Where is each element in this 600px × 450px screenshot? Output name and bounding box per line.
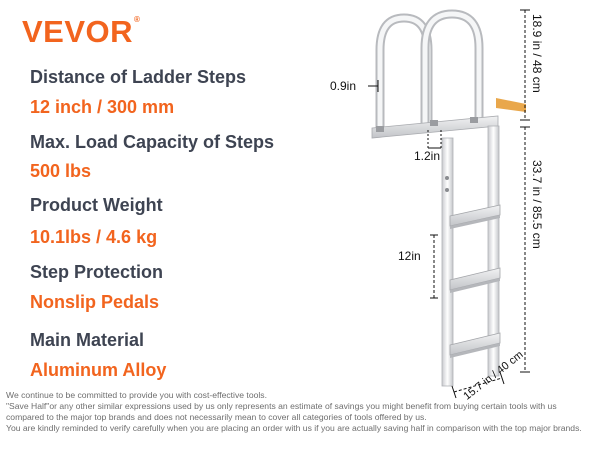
disclaimer-footer: We continue to be committed to provide y… bbox=[6, 390, 600, 434]
ladder-step-3 bbox=[449, 332, 501, 358]
spec-label-load-capacity: Max. Load Capacity of Steps bbox=[30, 132, 275, 152]
spec-label-main-material: Main Material bbox=[30, 330, 145, 350]
spec-value-step-protection: Nonslip Pedals bbox=[30, 292, 160, 312]
spec-label-step-distance: Distance of Ladder Steps bbox=[30, 67, 247, 87]
dim-step-spacing-label: 12in bbox=[398, 249, 421, 263]
dim-rail-spacing-label: 1.2in bbox=[414, 149, 441, 163]
handrail-right bbox=[420, 9, 484, 125]
ladder-step-1 bbox=[449, 204, 501, 229]
side-rail-left bbox=[441, 137, 454, 387]
vevor-logo: VEVOR® bbox=[22, 14, 141, 49]
dimension-lines bbox=[368, 9, 530, 399]
mounting-bracket bbox=[371, 98, 526, 139]
spec-label-product-weight: Product Weight bbox=[30, 195, 163, 215]
spec-value-main-material: Aluminum Alloy bbox=[30, 360, 167, 380]
side-rail-right bbox=[487, 125, 500, 377]
brand-name: VEVOR bbox=[22, 14, 134, 49]
spec-label-step-protection: Step Protection bbox=[30, 262, 164, 282]
footer-line-3: compared to the major top brands and doe… bbox=[6, 412, 427, 422]
ladder-step-2 bbox=[449, 267, 501, 293]
registered-mark: ® bbox=[134, 15, 141, 24]
spec-value-step-distance: 12 inch / 300 mm bbox=[30, 97, 175, 117]
dim-top-height-label: 18.9 in / 48 cm bbox=[530, 14, 544, 93]
dim-lower-height-label: 33.7 in / 85.5 cm bbox=[530, 160, 544, 249]
spec-value-product-weight: 10.1lbs / 4.6 kg bbox=[30, 227, 158, 247]
dim-tube-diameter-label: 0.9in bbox=[330, 79, 357, 93]
spec-value-load-capacity: 500 lbs bbox=[30, 161, 92, 181]
footer-line-1: We continue to be committed to provide y… bbox=[6, 390, 267, 400]
footer-line-2: "Save Half"or any other similar expressi… bbox=[6, 401, 557, 411]
footer-line-4: You are kindly reminded to verify carefu… bbox=[6, 423, 582, 433]
